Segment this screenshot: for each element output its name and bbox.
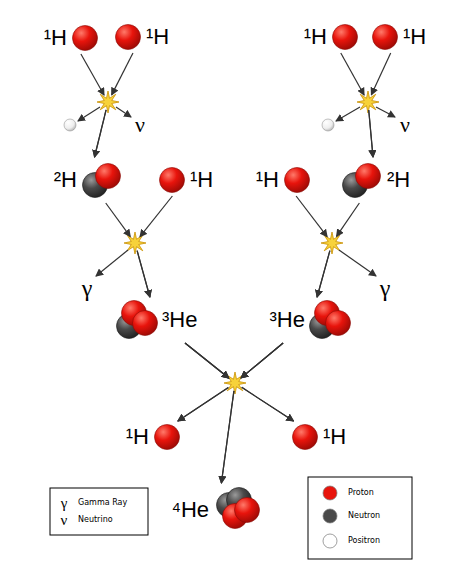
legend-box — [308, 477, 412, 559]
nucleus-cluster — [70, 23, 100, 53]
emission-arrow — [78, 107, 395, 276]
nucleus-cluster — [113, 22, 143, 52]
positron-particle — [64, 119, 334, 131]
particle-label: ¹H — [323, 426, 346, 448]
reaction-arrow — [81, 54, 106, 157]
particle-node: ⁴He — [171, 484, 264, 536]
particle-node: ¹H — [126, 422, 182, 452]
legend-swatch — [323, 509, 337, 523]
legend-text: Positron — [348, 537, 380, 545]
reaction-arrow — [185, 343, 293, 421]
nucleus-cluster — [152, 422, 182, 452]
reaction-arrow — [241, 343, 293, 421]
emission-symbol: ν — [135, 114, 145, 136]
particle-label: ¹H — [256, 169, 279, 191]
particle-node: ²H — [340, 158, 410, 202]
reaction-star — [97, 91, 379, 394]
particle-node: ¹H — [157, 165, 213, 195]
nucleus-cluster — [340, 158, 384, 202]
reaction-arrow — [95, 53, 133, 157]
nucleus-cluster — [115, 298, 159, 342]
reaction-arrow — [106, 203, 150, 297]
particle-node: ²H — [54, 158, 124, 202]
nucleus-cluster — [308, 298, 352, 342]
legend-symbol: γ — [61, 496, 68, 511]
reaction-arrow — [221, 343, 283, 483]
emission-symbol: γ — [380, 276, 391, 300]
particle-node: ¹H — [290, 422, 346, 452]
legend-text: Gamma Ray — [78, 499, 127, 507]
particle-label: ¹H — [304, 26, 327, 48]
particle-label: ¹H — [190, 169, 213, 191]
particle-node: ³He — [270, 298, 352, 342]
reaction-arrow — [178, 343, 229, 421]
reaction-arrow — [178, 343, 283, 421]
legend-swatch — [323, 486, 337, 500]
particle-node: ¹H — [113, 22, 169, 52]
reaction-arrow — [341, 53, 373, 157]
reaction-arrow — [296, 196, 330, 297]
reaction-arrow — [137, 196, 172, 297]
emission-symbol: ν — [400, 114, 410, 136]
particle-node: ¹H — [370, 22, 426, 52]
reaction-arrow — [369, 53, 391, 157]
nucleus-cluster — [290, 422, 320, 452]
legend-box — [50, 488, 148, 535]
particle-label: ³He — [162, 309, 197, 331]
legend-text: Proton — [348, 489, 374, 497]
particle-node: ¹H — [44, 23, 100, 53]
particle-label: ¹H — [403, 26, 426, 48]
nucleus-cluster — [330, 22, 360, 52]
particle-node: ¹H — [304, 22, 360, 52]
nucleus-cluster — [80, 158, 124, 202]
particle-label: ²H — [54, 169, 77, 191]
legend-symbol: ν — [61, 513, 68, 528]
particle-label: ¹H — [44, 27, 67, 49]
reaction-arrow — [185, 343, 234, 483]
legend-text: Neutron — [348, 512, 380, 520]
nucleus-cluster — [370, 22, 400, 52]
particle-label: ⁴He — [171, 499, 209, 521]
particle-label: ²H — [387, 169, 410, 191]
legend-swatch — [323, 534, 337, 548]
reaction-arrow — [317, 203, 359, 297]
legend-text: Neutrino — [78, 516, 113, 524]
particle-label: ¹H — [146, 26, 169, 48]
nucleus-cluster — [282, 165, 312, 195]
nucleus-cluster — [157, 165, 187, 195]
particle-node: ¹H — [256, 165, 312, 195]
particle-label: ¹H — [126, 426, 149, 448]
particle-label: ³He — [270, 309, 305, 331]
particle-node: ³He — [115, 298, 197, 342]
emission-symbol: γ — [82, 276, 93, 300]
nucleus-cluster — [212, 484, 264, 536]
